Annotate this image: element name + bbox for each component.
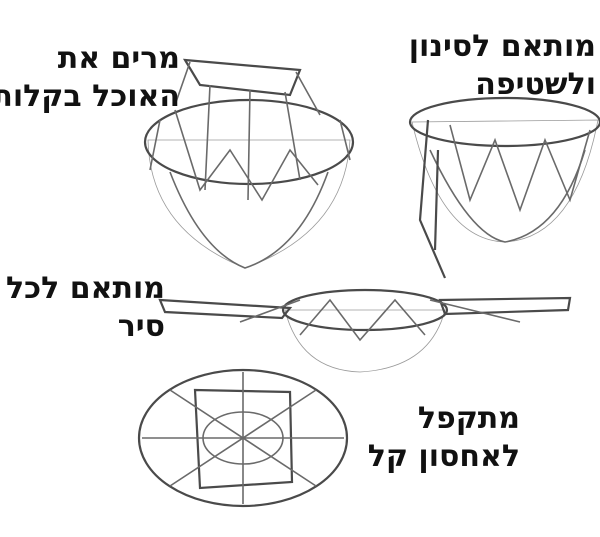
caption-drain-rinse-line2: ולשטיפה — [475, 67, 596, 102]
caption-fits-pot-line2: סיר — [117, 309, 165, 344]
caption-fits-pot: מותאם לכל סיר — [0, 270, 165, 346]
caption-lift-food-line1: מרים את — [57, 41, 180, 76]
caption-fold-store-line1: מתקפל — [417, 401, 520, 436]
basket-draining-image — [408, 96, 600, 279]
caption-lift-food: מרים את האוכל בקלות — [0, 40, 180, 116]
basket-pot-fit-image — [158, 288, 572, 373]
caption-drain-rinse: מותאם לסינון ולשטיפה — [400, 28, 596, 104]
basket-folded-image — [137, 368, 349, 508]
caption-fold-store-line2: לאחסון קל — [367, 439, 520, 474]
caption-drain-rinse-line1: מותאם לסינון — [408, 29, 596, 64]
basket-lifting-image — [143, 58, 355, 269]
caption-fold-store: מתקפל לאחסון קל — [340, 400, 520, 476]
caption-lift-food-line2: האוכל בקלות — [0, 79, 180, 114]
caption-fits-pot-line1: מותאם לכל — [6, 271, 165, 306]
